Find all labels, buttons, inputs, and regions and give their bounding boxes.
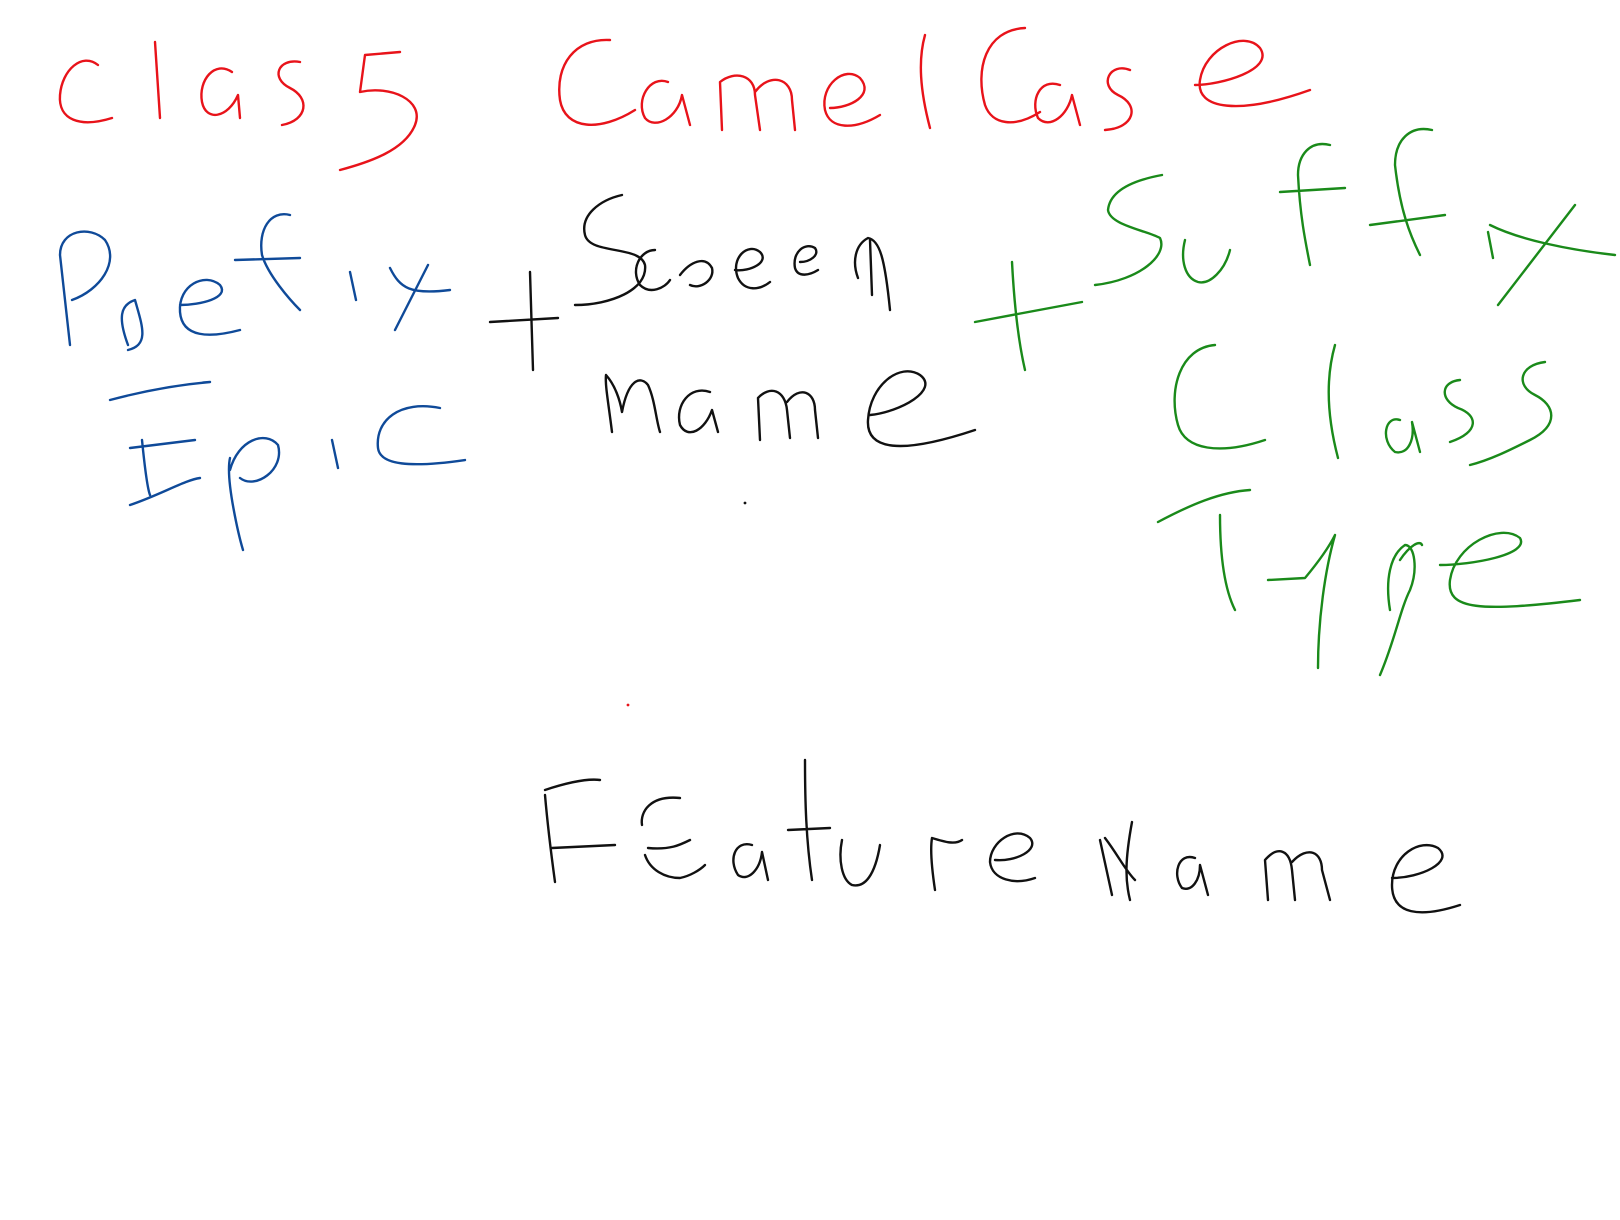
suffix-strokes bbox=[1093, 127, 1617, 677]
heading-strokes bbox=[58, 26, 1312, 172]
stray-dot-black bbox=[743, 501, 747, 505]
prefix-strokes bbox=[58, 213, 467, 552]
plus2-strokes bbox=[973, 260, 1084, 372]
stray-dot-red bbox=[626, 703, 630, 707]
feature-name-strokes bbox=[543, 758, 1462, 914]
plus1-strokes bbox=[488, 270, 560, 372]
screen-name-strokes bbox=[573, 193, 977, 448]
